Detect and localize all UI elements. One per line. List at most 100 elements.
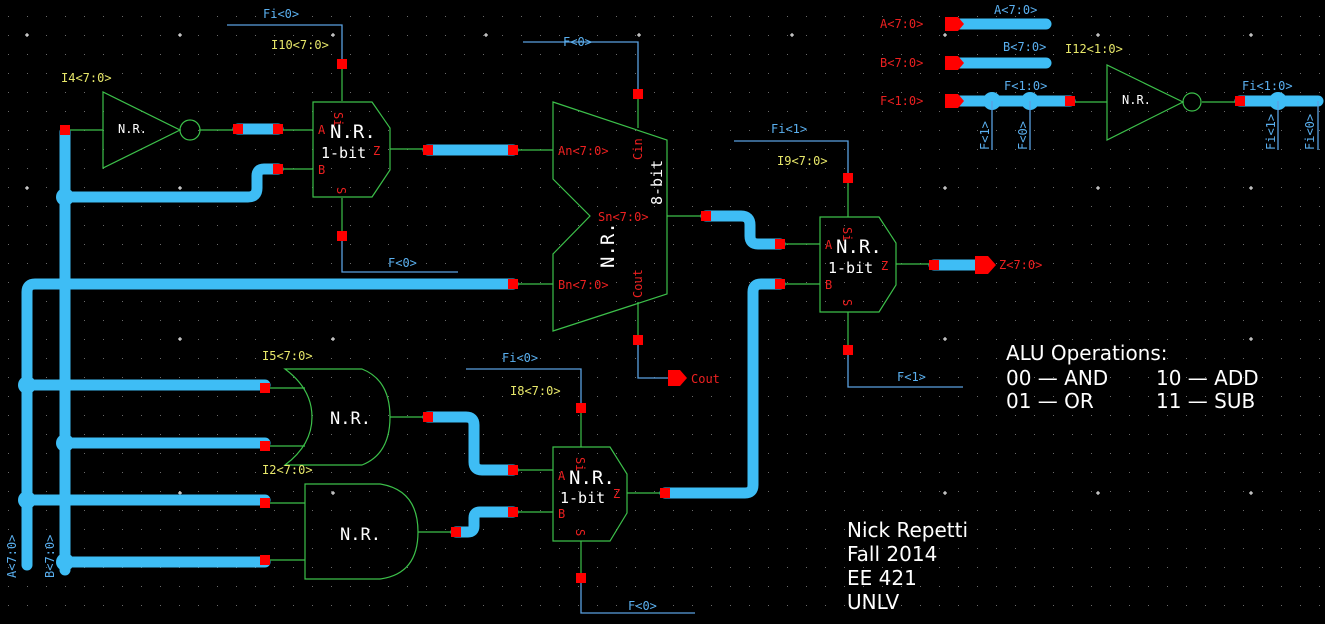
bus-mux-bottom-out xyxy=(659,278,786,499)
pin-marker xyxy=(423,412,433,422)
grid-major-mark xyxy=(25,33,29,37)
grid-major-mark xyxy=(484,33,488,37)
alu-operations-note: ALU Operations: 00 — AND 10 — ADD 01 — O… xyxy=(1006,341,1259,413)
pin-marker xyxy=(273,124,283,134)
instance-label: I8<7:0> xyxy=(510,384,561,398)
svg-text:Z: Z xyxy=(613,487,620,501)
svg-text:S: S xyxy=(334,187,348,194)
mux-bottom[interactable]: A N.R. 1-bit Z B Si S I8<7:0> xyxy=(510,384,628,542)
grid-major-mark xyxy=(790,33,794,37)
svg-text:F<0>: F<0> xyxy=(1016,121,1030,150)
inverter-bubble-icon xyxy=(1182,92,1202,112)
grid-major-mark xyxy=(331,337,335,341)
svg-text:8-bit: 8-bit xyxy=(648,160,666,205)
svg-text:11 — SUB: 11 — SUB xyxy=(1156,389,1255,413)
or-gate[interactable]: N.R. I5<7:0> xyxy=(262,349,391,466)
pin-marker xyxy=(1235,96,1245,106)
grid-major-mark xyxy=(637,33,641,37)
pin-marker xyxy=(260,441,270,451)
pin-marker xyxy=(701,211,711,221)
grid-major-mark xyxy=(1249,186,1253,190)
svg-text:Cout: Cout xyxy=(631,269,645,298)
bus-or-out xyxy=(422,411,519,476)
instance-label: I10<7:0> xyxy=(271,38,329,52)
svg-text:Sn<7:0>: Sn<7:0> xyxy=(598,210,649,224)
svg-text:A: A xyxy=(318,123,326,137)
svg-text:F<1:0>: F<1:0> xyxy=(1004,79,1047,93)
svg-text:F<1>: F<1> xyxy=(978,121,992,150)
port-f-in-icon xyxy=(945,94,964,108)
svg-text:Cin: Cin xyxy=(631,138,645,160)
port-label: F<1:0> xyxy=(880,94,923,108)
bus-and-out xyxy=(450,506,519,538)
svg-text:00 — AND: 00 — AND xyxy=(1006,366,1108,390)
port-z-out-icon xyxy=(975,256,996,274)
pin-marker xyxy=(1065,96,1075,106)
grid-major-mark xyxy=(178,491,182,495)
grid-major-mark xyxy=(943,33,947,37)
svg-text:Z: Z xyxy=(373,144,380,158)
svg-text:A: A xyxy=(825,238,833,252)
bus-b-feed xyxy=(21,278,519,571)
pin-marker xyxy=(273,164,283,174)
grid-major-mark xyxy=(178,33,182,37)
svg-text:N.R.: N.R. xyxy=(330,409,371,429)
grid-major-mark xyxy=(943,186,947,190)
ports[interactable]: A<7:0> B<7:0> F<1:0> Z<7:0> Cout xyxy=(668,17,1042,386)
gate-label: N.R. xyxy=(1122,93,1151,107)
svg-text:B: B xyxy=(825,278,832,292)
grid-major-mark xyxy=(1096,33,1100,37)
inverter-top[interactable]: N.R. I4<7:0> xyxy=(61,71,201,169)
svg-text:Fi<1>: Fi<1> xyxy=(771,122,807,136)
svg-text:10 — ADD: 10 — ADD xyxy=(1156,366,1259,390)
mux-right[interactable]: A N.R. 1-bit Z B Si S I9<7:0> xyxy=(777,154,897,313)
port-a-in-icon xyxy=(945,17,964,31)
pin-marker xyxy=(633,335,643,345)
pin-marker xyxy=(929,260,939,270)
svg-text:F<0>: F<0> xyxy=(628,599,657,613)
bus-to-mux-top-b xyxy=(59,163,284,203)
svg-text:N.R.: N.R. xyxy=(340,525,381,545)
svg-text:Fi<1>: Fi<1> xyxy=(1264,114,1278,150)
inverter-bubble-icon xyxy=(179,119,201,141)
pin-marker xyxy=(60,125,70,135)
svg-text:An<7:0>: An<7:0> xyxy=(558,144,609,158)
svg-text:F<1>: F<1> xyxy=(897,370,926,384)
port-label: A<7:0> xyxy=(880,17,923,31)
pin-marker xyxy=(451,527,461,537)
grid xyxy=(8,16,1320,606)
pin-marker xyxy=(260,555,270,565)
author-note: Nick Repetti Fall 2014 EE 421 UNLV xyxy=(847,518,968,614)
pin-marker xyxy=(660,488,670,498)
grid-major-mark xyxy=(1249,491,1253,495)
pin-marker xyxy=(508,507,518,517)
grid-major-mark xyxy=(943,337,947,341)
svg-text:S: S xyxy=(573,529,587,536)
svg-text:Z: Z xyxy=(881,259,888,273)
pin-marker xyxy=(233,124,243,134)
svg-text:Fi<1:0>: Fi<1:0> xyxy=(1242,79,1293,93)
svg-text:1-bit: 1-bit xyxy=(560,489,605,507)
grid-major-mark xyxy=(331,491,335,495)
grid-major-mark xyxy=(25,186,29,190)
bus-adder-out xyxy=(700,210,786,250)
instance-label: I2<7:0> xyxy=(262,463,313,477)
and-gate[interactable]: N.R. I2<7:0> xyxy=(262,463,419,580)
pin-marker xyxy=(576,403,586,413)
port-cout-out-icon xyxy=(668,370,687,386)
svg-text:B<7:0>: B<7:0> xyxy=(1003,40,1046,54)
grid-major-mark xyxy=(1096,491,1100,495)
svg-text:F<0>: F<0> xyxy=(563,35,592,49)
pin-marker xyxy=(508,145,518,155)
inverter-select[interactable]: N.R. I12<1:0> xyxy=(1065,42,1202,141)
svg-text:A<7:0>: A<7:0> xyxy=(994,3,1037,17)
svg-text:B: B xyxy=(558,507,565,521)
svg-text:S: S xyxy=(840,299,854,306)
svg-text:01 — OR: 01 — OR xyxy=(1006,389,1094,413)
port-b-in-icon xyxy=(945,56,964,70)
svg-text:A: A xyxy=(558,469,566,483)
mux-top[interactable]: A N.R. 1-bit Z B Si S I10<7:0> xyxy=(271,38,391,198)
instance-label: I12<1:0> xyxy=(1065,42,1123,56)
adder-8bit[interactable]: An<7:0> Sn<7:0> Bn<7:0> Cin Cout 8-bit N… xyxy=(552,101,668,332)
